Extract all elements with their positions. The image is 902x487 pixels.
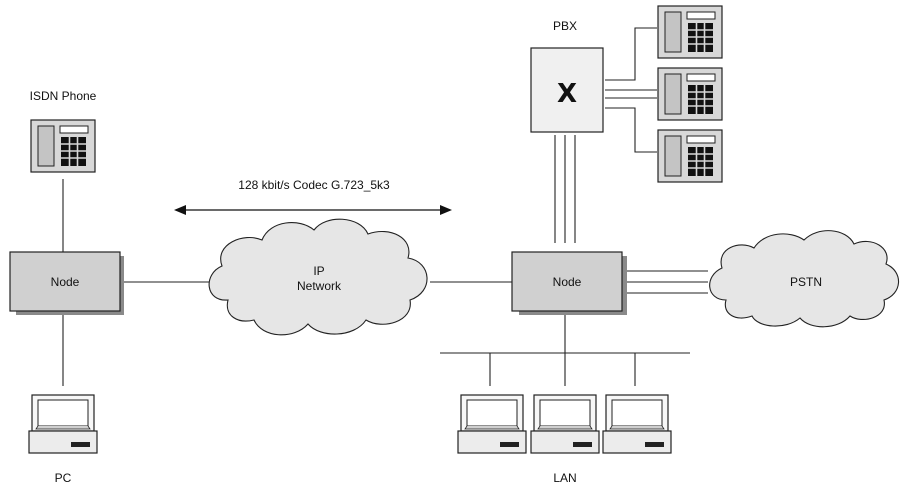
ip-network-cloud xyxy=(208,218,428,336)
isdn-phone-label: ISDN Phone xyxy=(30,89,97,103)
codec-label: 128 kbit/s Codec G.723_5k3 xyxy=(238,178,390,192)
left-node-label: Node xyxy=(51,275,80,289)
right-node xyxy=(511,251,627,315)
pc-label: PC xyxy=(55,471,72,485)
lan-pc-icon-2 xyxy=(530,394,600,454)
pbx-phone-links xyxy=(605,27,657,153)
pstn-cloud xyxy=(709,230,900,328)
pbx-box xyxy=(530,47,604,133)
lan-pc-icon-3 xyxy=(602,394,672,454)
pbx-phone-icon-1 xyxy=(657,5,723,59)
pbx-switch-symbol: X xyxy=(557,79,577,109)
ip-network-label-line2: Network xyxy=(297,279,342,293)
lan-label: LAN xyxy=(553,471,576,485)
pc-icon xyxy=(28,394,98,454)
lan-bus xyxy=(440,313,690,386)
pstn-label: PSTN xyxy=(790,275,822,289)
pbx-label: PBX xyxy=(553,19,577,33)
right-node-label: Node xyxy=(553,275,582,289)
pbx-phone-icon-3 xyxy=(657,129,723,183)
isdn-phone-icon xyxy=(30,119,96,173)
lan-pc-icon-1 xyxy=(457,394,527,454)
ip-network-label-line1: IP xyxy=(313,264,324,278)
pbx-node-trunk xyxy=(554,135,576,243)
left-node xyxy=(9,251,124,315)
pbx-phone-icon-2 xyxy=(657,67,723,121)
node-pstn-trunk xyxy=(624,270,708,294)
